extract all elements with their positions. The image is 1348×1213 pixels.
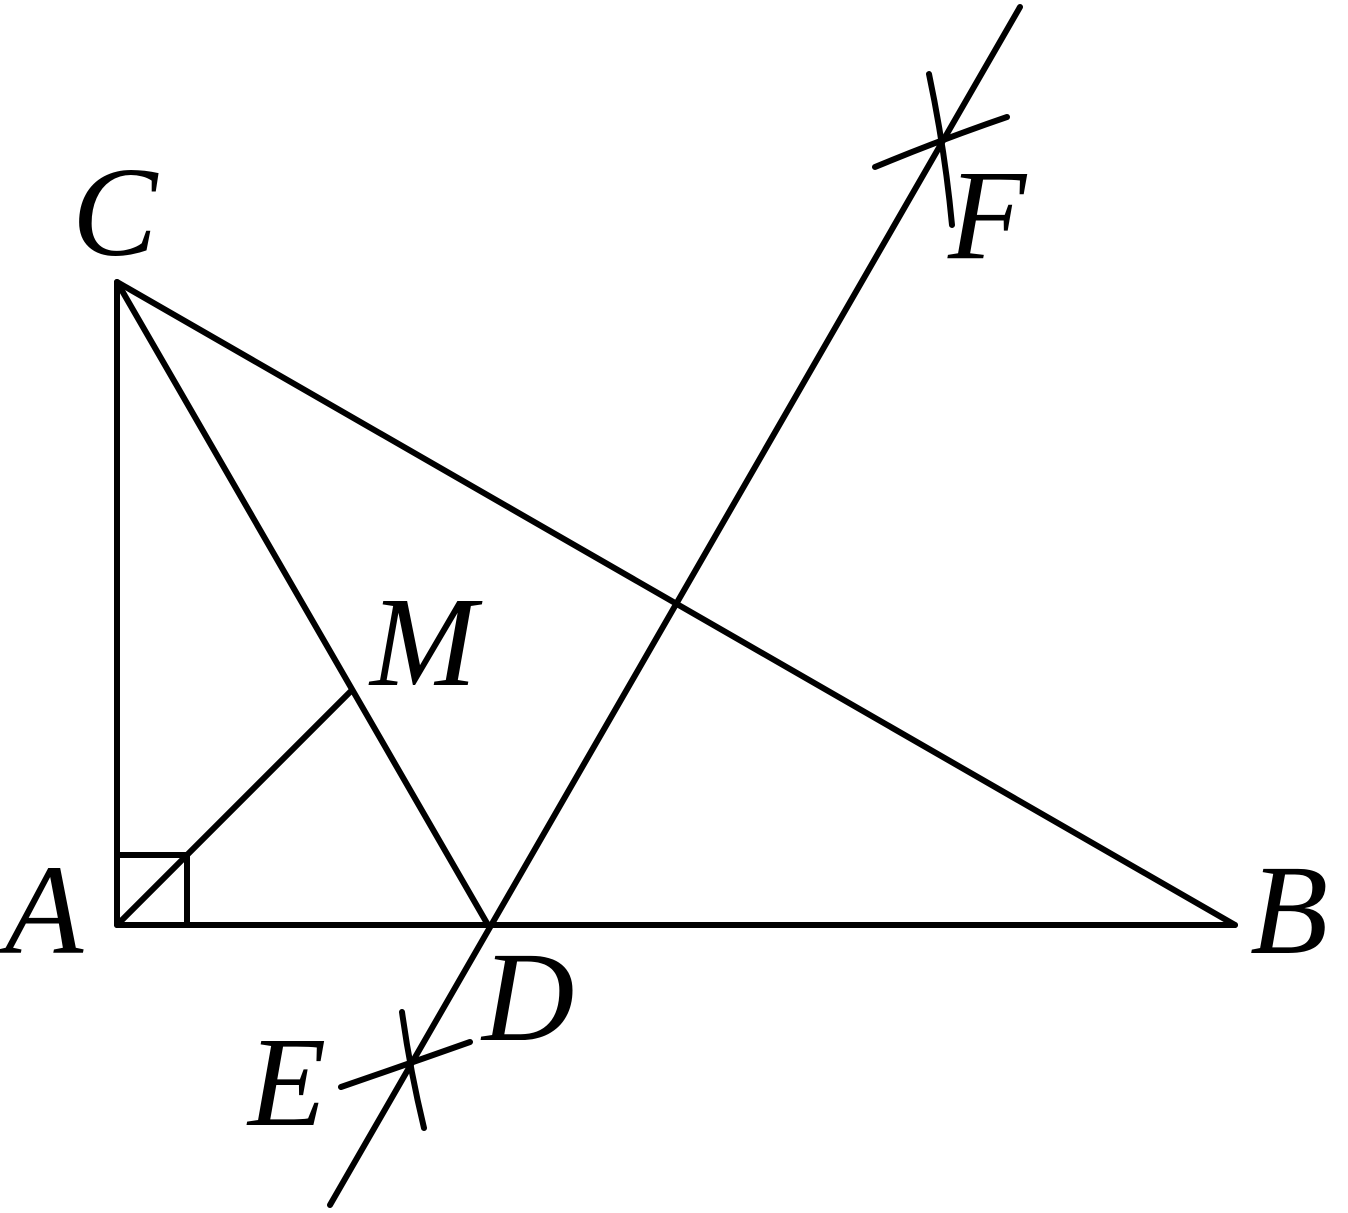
construction-arc-e-1: [399, 1009, 427, 1131]
label-point-d: D: [480, 926, 574, 1068]
label-point-e: E: [246, 1011, 326, 1153]
construction-arc-f-1: [926, 71, 955, 228]
label-point-c: C: [72, 141, 159, 283]
right-angle-marker: [114, 852, 190, 928]
label-point-a: A: [0, 839, 84, 981]
construction-arc-e-2: [338, 1039, 473, 1090]
construction-arc-f-2: [872, 114, 1010, 170]
label-point-f: F: [947, 144, 1028, 286]
segment-am: [114, 687, 355, 928]
line-ef: [327, 4, 1023, 1208]
label-point-b: B: [1250, 839, 1328, 981]
segment-cd: [114, 279, 491, 928]
label-point-m: M: [368, 571, 483, 713]
